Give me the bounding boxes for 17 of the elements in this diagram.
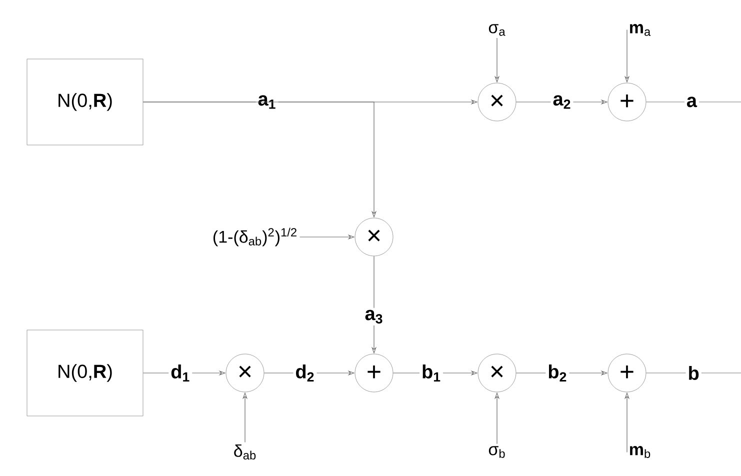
input-label: (1-(δ$_{ab}$)$^{2}$)$^{1/2}$ xyxy=(214,228,296,246)
generator-box: N(0,R) xyxy=(26,58,144,146)
edge-label: b$_{1}$ xyxy=(422,364,440,382)
input-label: m$_{a}$ xyxy=(630,24,651,36)
edge-label: a$_{3}$ xyxy=(365,310,382,324)
edge-label: b xyxy=(689,366,699,380)
edge-label: b$_{2}$ xyxy=(548,364,566,382)
edge-label: a$_{1}$ xyxy=(258,95,276,109)
input-label: m$_{b}$ xyxy=(630,446,650,458)
input-label: σ$_{b}$ xyxy=(488,446,505,458)
generator-box: N(0,R) xyxy=(26,330,144,416)
edge-label: d$_{2}$ xyxy=(296,364,314,382)
input-label: δ$_{ab}$ xyxy=(234,444,256,460)
input-label: σ$_{a}$ xyxy=(488,24,506,36)
edge-label: d$_{1}$ xyxy=(171,364,190,382)
edge-label: a xyxy=(686,96,698,108)
edge-label: a$_{2}$ xyxy=(553,95,570,109)
